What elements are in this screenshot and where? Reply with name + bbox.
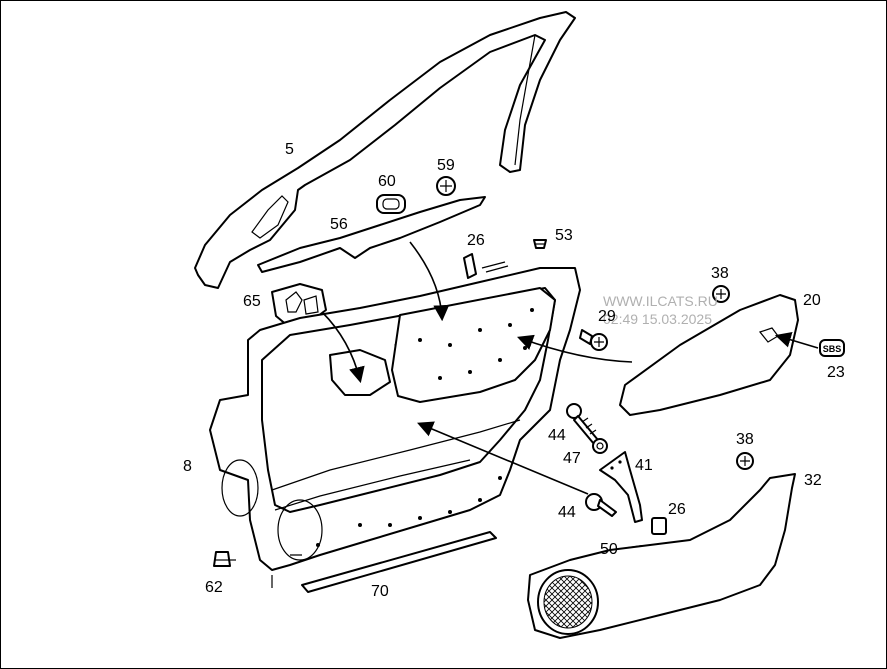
label-part-62: 62 (205, 579, 223, 596)
switch-part-60 (376, 194, 406, 214)
door-trim-panel-part-8 (209, 267, 581, 571)
cap-part-59 (436, 176, 456, 196)
label-part-23: 23 (827, 364, 845, 381)
assembly-arrows (321, 241, 819, 495)
sbs-badge-text: SBS (823, 344, 842, 354)
label-part-26-upper: 26 (467, 232, 485, 249)
screw-part-44-lower (585, 493, 617, 517)
label-part-38-lower: 38 (736, 431, 754, 448)
screw-part-44-upper (566, 403, 599, 445)
leader-lines (228, 554, 302, 588)
label-part-60: 60 (378, 173, 396, 190)
window-frame-trim-part-5 (194, 11, 576, 289)
label-part-50: 50 (600, 541, 618, 558)
clip-part-26-lower (651, 517, 667, 535)
plug-part-53 (533, 239, 547, 249)
clip-part-62 (213, 551, 231, 567)
door-pocket-part-32 (527, 473, 796, 639)
label-part-53: 53 (555, 227, 573, 244)
upper-trim-strip-part-56 (257, 196, 486, 273)
label-part-38-upper: 38 (711, 265, 729, 282)
sbs-badge-part-23: SBS (819, 339, 845, 357)
watermark-line-2: 02:49 15.03.2025 (603, 311, 712, 327)
label-part-44-lower: 44 (558, 504, 576, 521)
bracket-part-41 (599, 451, 643, 523)
label-part-26-lower: 26 (668, 501, 686, 518)
label-part-5: 5 (285, 141, 294, 158)
label-part-47: 47 (563, 450, 581, 467)
washer-part-47 (592, 438, 608, 454)
label-part-8: 8 (183, 458, 192, 475)
label-part-70: 70 (371, 583, 389, 600)
label-part-59: 59 (437, 157, 455, 174)
label-part-44-upper: 44 (548, 427, 566, 444)
label-part-29: 29 (598, 308, 616, 325)
cap-part-38-upper (712, 285, 730, 303)
label-part-65: 65 (243, 293, 261, 310)
label-part-56: 56 (330, 216, 348, 233)
seal-strip-part-70 (301, 531, 497, 593)
screw-part-29 (579, 329, 608, 351)
label-part-20: 20 (803, 292, 821, 309)
label-part-32: 32 (804, 472, 822, 489)
clip-part-26-upper (463, 253, 509, 279)
label-part-41: 41 (635, 457, 653, 474)
watermark-line-1: WWW.ILCATS.RU (603, 293, 718, 309)
cap-part-38-lower (736, 452, 754, 470)
